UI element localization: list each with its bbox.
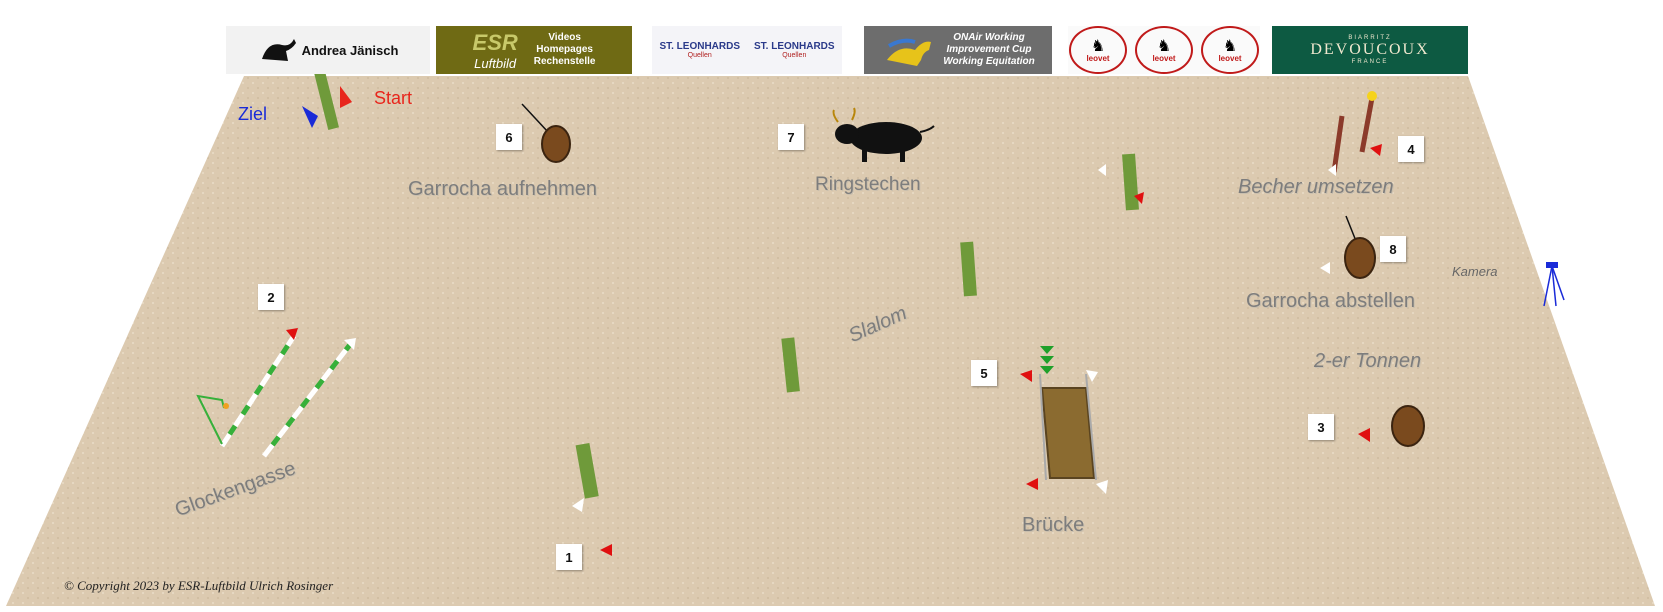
banner-left: ST. LEONHARDS [659, 41, 740, 52]
kamera-label: Kamera [1452, 264, 1498, 279]
label-2er-tonnen: 2-er Tonnen [1314, 350, 1422, 372]
white-cone-icon [1086, 370, 1098, 382]
banner-sub1: BIARRITZ [1348, 35, 1392, 41]
horse-logo-icon: ♞ [1156, 35, 1172, 55]
camera-tripod-icon [1543, 262, 1565, 307]
banner-brand: leovet [1218, 53, 1242, 63]
red-cone-icon [1134, 192, 1144, 204]
start-flag-icon [340, 86, 352, 108]
barrel-icon [541, 125, 571, 163]
barrel-icon [1344, 237, 1376, 279]
banner-brand: ESR [472, 29, 518, 55]
ziel-label: Ziel [238, 104, 268, 124]
banner-line3: Working Equitation [943, 56, 1035, 67]
banner-esr-luftbild: ESR Luftbild Videos Homepages Rechenstel… [436, 26, 632, 74]
start-label: Start [374, 88, 413, 108]
banner-line1: ONAir Working [953, 32, 1025, 43]
station-number-4: 4 [1398, 136, 1424, 162]
banner-text: DEVOUCOUX [1310, 41, 1430, 58]
horse-logo-icon: ♞ [1090, 35, 1106, 55]
station-number-1: 1 [556, 544, 582, 570]
horse-logo-icon: ♞ [1222, 35, 1238, 55]
banner-sub-right: Quellen [782, 52, 807, 59]
white-cone-icon [572, 498, 584, 512]
red-cone-icon [600, 544, 612, 556]
red-cone-icon [1020, 370, 1032, 382]
bull-icon [832, 107, 935, 162]
slalom-post-icon [575, 443, 599, 499]
red-cone-icon [1370, 144, 1382, 156]
label-bruecke: Brücke [1022, 514, 1085, 536]
bridge-icon [1039, 346, 1097, 481]
banner-line2: Improvement Cup [946, 44, 1032, 55]
cup-pole-icon [1359, 97, 1375, 153]
station-number-2: 2 [258, 284, 284, 310]
copyright-text: © Copyright 2023 by ESR-Luftbild Ulrich … [64, 578, 334, 593]
cup-pole-icon [1331, 115, 1345, 173]
banner-leovet: ♞ leovet ♞ leovet ♞ leovet [1068, 26, 1260, 74]
banner-text: Andrea Jänisch [301, 42, 399, 58]
station-number-6: 6 [496, 124, 522, 150]
cup-icon [1367, 91, 1377, 101]
station-number-5: 5 [971, 360, 997, 386]
garrocha-pole-icon [521, 103, 549, 133]
banner-line3: Rechenstelle [533, 56, 596, 67]
label-garrocha-aufnehmen: Garrocha aufnehmen [408, 178, 598, 200]
banner-sub2: FRANCE [1351, 59, 1389, 65]
red-cone-icon [1026, 478, 1038, 490]
white-cone-icon [1320, 262, 1330, 274]
slalom-post-icon [960, 241, 977, 297]
ziel-flag-icon [302, 106, 318, 128]
bell-lane-icon [196, 334, 354, 458]
horse-logo-icon [261, 39, 296, 61]
rider-logo-icon [887, 38, 932, 66]
banner-onair: ONAir Working Improvement Cup Working Eq… [864, 26, 1052, 74]
label-garrocha-abstellen: Garrocha abstellen [1246, 290, 1415, 312]
white-cone-icon [1098, 164, 1106, 176]
banner-sub: Luftbild [474, 55, 517, 71]
barrel-icon [1391, 405, 1425, 447]
banner-brand: leovet [1152, 53, 1176, 63]
banner-devoucoux: BIARRITZ DEVOUCOUX FRANCE [1272, 26, 1468, 74]
banner-line1: Videos [548, 32, 581, 43]
banner-sub-left: Quellen [687, 52, 712, 59]
banner-brand: leovet [1086, 53, 1110, 63]
station-number-3: 3 [1308, 414, 1334, 440]
banner-right: ST. LEONHARDS [754, 41, 835, 52]
station-number-7: 7 [778, 124, 804, 150]
label-ringstechen: Ringstechen [815, 174, 921, 195]
red-cone-icon [1358, 428, 1370, 442]
white-cone-icon [344, 338, 356, 350]
label-becher-umsetzen: Becher umsetzen [1238, 176, 1394, 198]
white-cone-icon [1096, 480, 1108, 494]
banner-line2: Homepages [536, 44, 593, 55]
station-number-8: 8 [1380, 236, 1406, 262]
arena-surface [6, 76, 1655, 606]
red-cone-icon [286, 328, 298, 340]
white-cone-icon [1328, 164, 1336, 176]
slalom-post-icon [781, 337, 800, 393]
banner-st-leonhards: ST. LEONHARDS Quellen ST. LEONHARDS Quel… [652, 26, 842, 74]
banner-andrea-jaenisch: Andrea Jänisch [226, 26, 430, 74]
